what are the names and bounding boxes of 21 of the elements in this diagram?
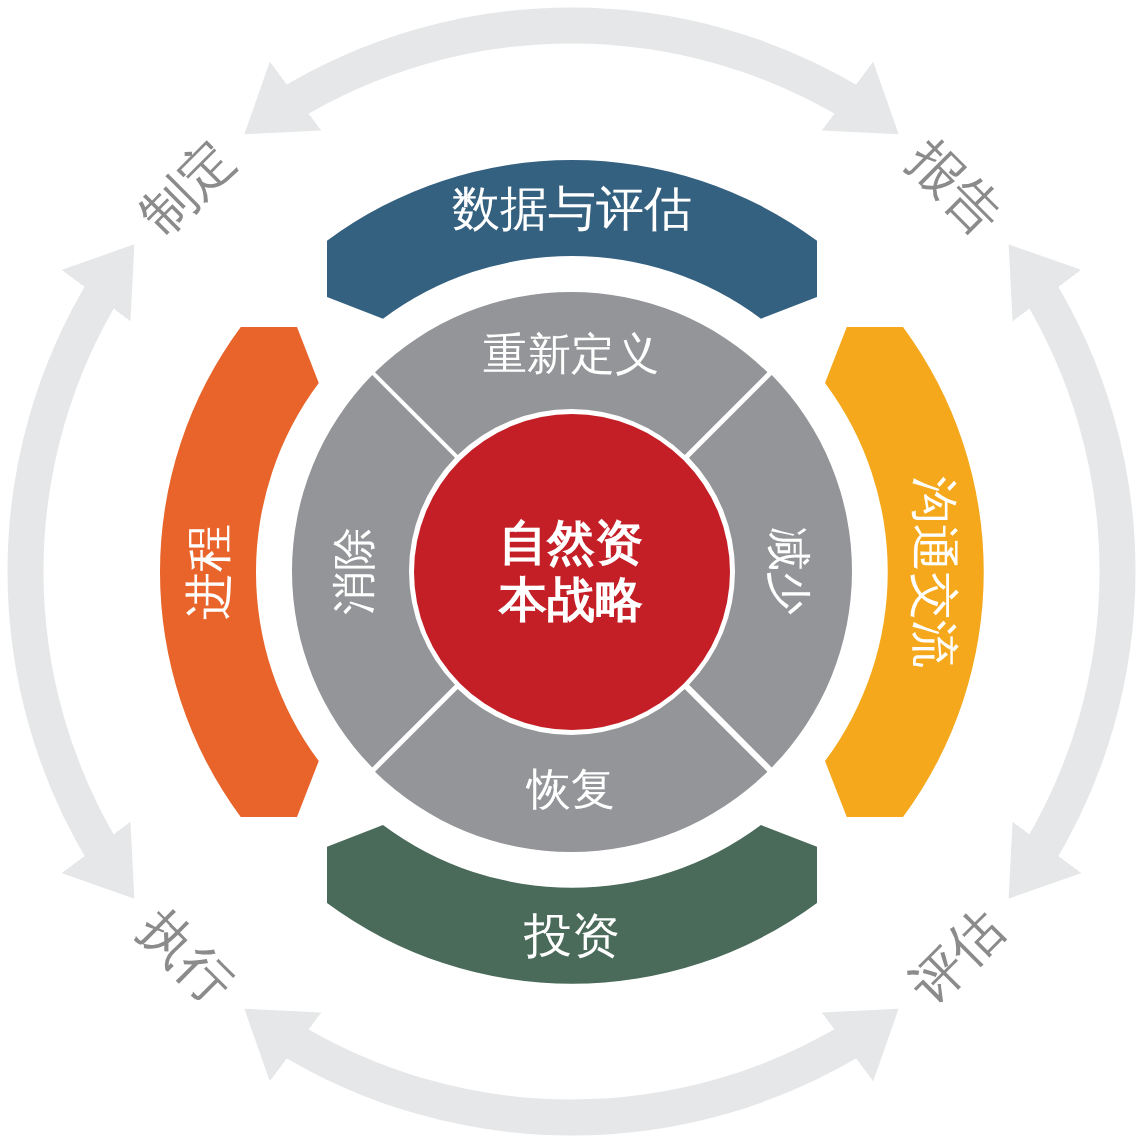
band-label: 投资 (523, 911, 620, 960)
stage-label: 评估 (899, 899, 1013, 1013)
segment-label: 减少 (767, 527, 812, 616)
ring-segment (291, 375, 455, 768)
arc-band (159, 326, 319, 817)
band-label: 数据与评估 (451, 183, 692, 232)
center-label: 自然资本战略 (497, 513, 645, 630)
ring-segment (688, 375, 852, 768)
segment-label: 恢复 (527, 767, 616, 812)
arc-band (824, 326, 984, 817)
stage-label: 报告 (899, 130, 1013, 244)
stage-label: 执行 (130, 899, 244, 1013)
ring-segment (375, 688, 768, 852)
arc-band (326, 159, 817, 319)
ring-segment (375, 291, 768, 455)
band-label: 沟通交流 (911, 475, 960, 668)
stage-label: 制定 (130, 130, 244, 244)
arc-band (326, 824, 817, 984)
segment-label: 重新定义 (483, 331, 660, 376)
segment-label: 消除 (331, 527, 376, 616)
band-label: 进程 (183, 523, 232, 620)
